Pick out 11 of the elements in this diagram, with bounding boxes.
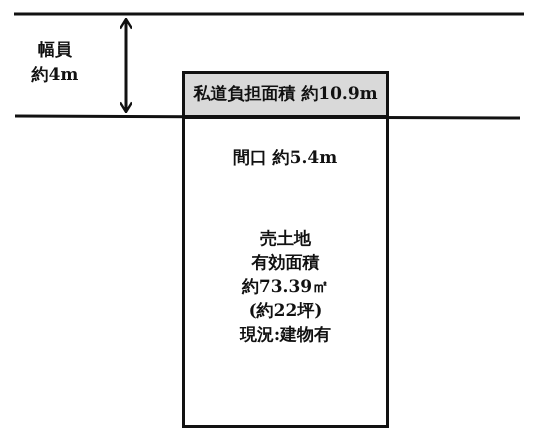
dimension-label: 幅員 xyxy=(37,39,73,61)
private-road-area xyxy=(182,71,389,118)
dimension-label: 約4m xyxy=(30,64,80,86)
dimension-label: 間口 約5.4m xyxy=(232,147,338,169)
area-text: 約73.39㎡ xyxy=(242,276,330,299)
area-text: 現況:建物有 xyxy=(240,324,332,347)
area-text: (約22坪) xyxy=(248,300,322,323)
area-text: 私道負担面積 約10.9m xyxy=(193,83,378,106)
area-text: 売土地 xyxy=(260,228,311,251)
area-text: 有効面積 xyxy=(252,252,320,275)
land-plot xyxy=(182,116,389,428)
